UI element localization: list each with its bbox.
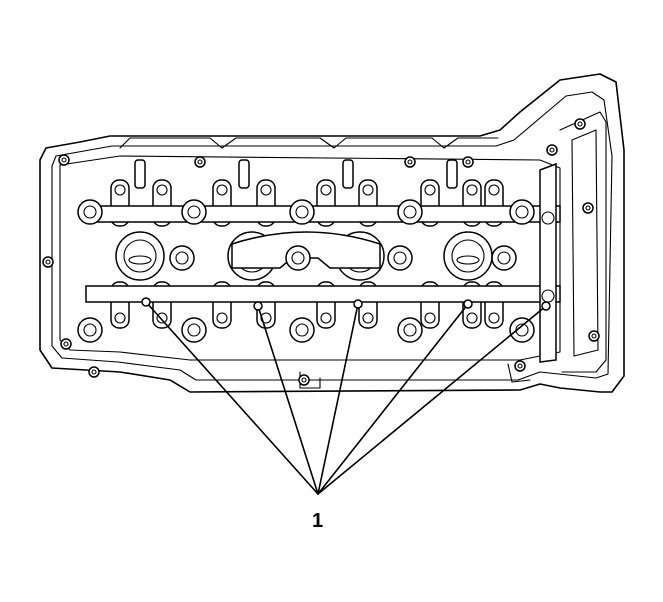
- head-bolt: [387, 245, 413, 271]
- mounting-hole: [546, 144, 558, 156]
- bearing-boss: [443, 231, 493, 281]
- mounting-hole: [60, 338, 72, 350]
- head-bolt: [169, 245, 195, 271]
- mounting-hole: [194, 156, 206, 168]
- head-bolt: [285, 245, 311, 271]
- head-bolt: [491, 245, 517, 271]
- mounting-hole: [582, 202, 594, 214]
- head-bolt: [289, 317, 315, 343]
- mounting-hole: [88, 366, 100, 378]
- mounting-hole: [42, 256, 54, 268]
- head-bolt: [181, 317, 207, 343]
- mounting-hole: [588, 330, 600, 342]
- callout-leader-lines: [141, 297, 551, 495]
- callout-fastener: [141, 297, 151, 307]
- callout-label-1: 1: [312, 510, 323, 532]
- mounting-hole: [574, 118, 586, 130]
- valve-stem: [446, 159, 458, 189]
- valve-stem: [238, 159, 250, 189]
- head-bolt: [181, 199, 207, 225]
- callout-fastener: [253, 301, 263, 311]
- head-bolt: [77, 317, 103, 343]
- mounting-hole: [462, 156, 474, 168]
- head-bolt: [509, 199, 535, 225]
- mounting-hole: [514, 360, 526, 372]
- leader-line: [317, 303, 359, 495]
- valve-stem: [342, 159, 354, 189]
- mounting-hole: [298, 374, 310, 386]
- callout-fastener: [541, 301, 551, 311]
- valvetrain-details: [42, 118, 600, 386]
- valve-stem: [134, 159, 146, 189]
- callout-fastener: [353, 299, 363, 309]
- leader-line: [145, 301, 319, 495]
- head-bolt: [397, 317, 423, 343]
- leader-line: [317, 305, 547, 495]
- leader-line: [317, 303, 469, 495]
- head-bolt: [397, 199, 423, 225]
- head-bolt: [509, 317, 535, 343]
- leader-line: [257, 305, 319, 495]
- callout-fastener: [463, 299, 473, 309]
- camshaft-end-detail: [539, 162, 557, 363]
- mounting-hole: [58, 154, 70, 166]
- bearing-boss: [115, 231, 165, 281]
- head-bolt: [289, 199, 315, 225]
- mounting-hole: [404, 156, 416, 168]
- head-bolt: [77, 199, 103, 225]
